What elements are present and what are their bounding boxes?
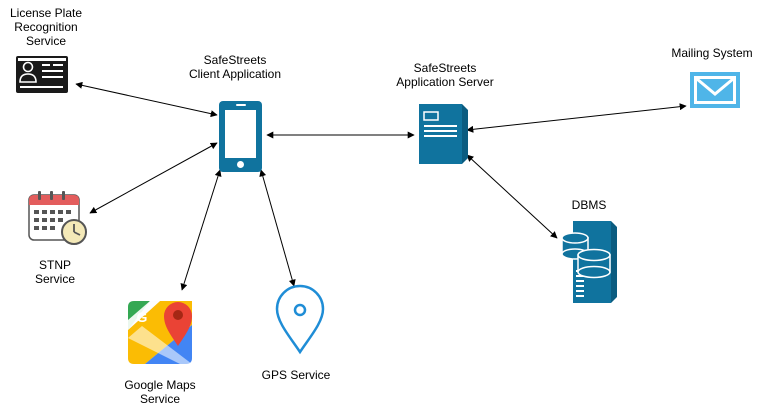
database-icon <box>561 221 617 303</box>
envelope-icon <box>690 72 740 108</box>
server-icon <box>419 104 468 164</box>
connector-server-mail <box>466 103 687 133</box>
dbms-label: DBMS <box>571 198 607 212</box>
id-card-icon <box>16 56 68 93</box>
lpr-label: License Plate Recognition Service <box>9 6 83 48</box>
stnp-label: STNP Service <box>34 258 76 286</box>
client-label: SafeStreets Client Application <box>188 53 282 81</box>
location-pin-icon <box>275 284 325 355</box>
connector-client-gps <box>259 169 296 287</box>
smartphone-icon <box>219 101 262 172</box>
connector-server-dbms <box>466 154 558 239</box>
connector-client-gmaps <box>180 169 222 291</box>
svg-text:G: G <box>137 309 148 325</box>
connector-client-lpr <box>75 81 218 118</box>
connector-client-stnp <box>89 142 218 214</box>
mail-label: Mailing System <box>671 46 753 60</box>
gmaps-label: Google Maps Service <box>124 378 196 406</box>
calendar-clock-icon <box>28 191 87 245</box>
gps-label: GPS Service <box>261 368 331 382</box>
connectors <box>75 81 687 291</box>
google-maps-icon: G <box>128 301 192 364</box>
server-label: SafeStreets Application Server <box>396 61 494 89</box>
